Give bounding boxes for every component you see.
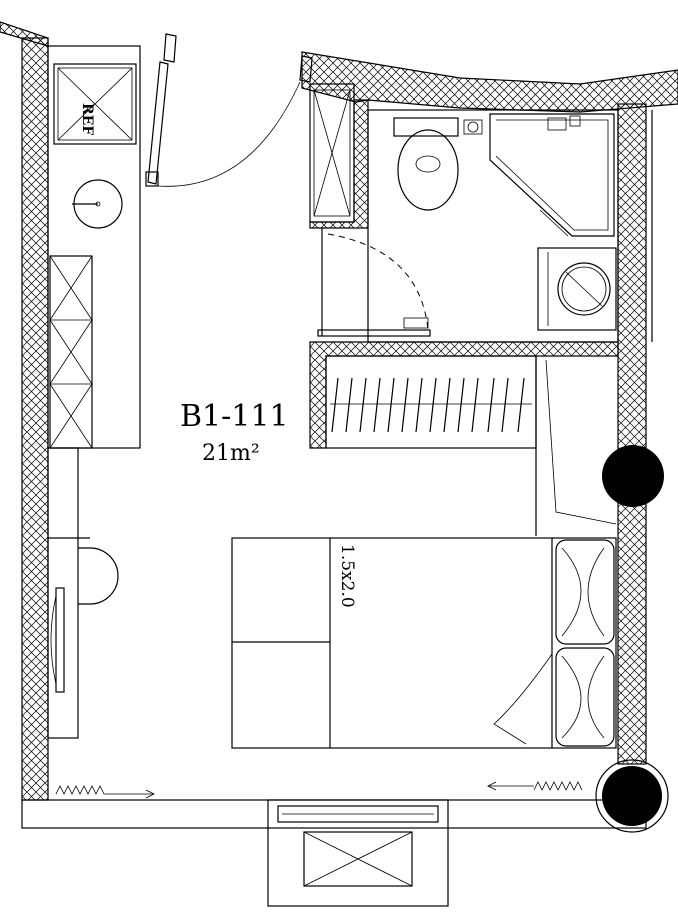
chair-arms [78,547,90,605]
pillow-top-folds [561,547,605,637]
ac-diag-2 [303,831,413,887]
door-leaf [147,61,169,185]
tv-screen [50,595,57,685]
column-bottom-ring [595,759,669,833]
right-heater-arrow [487,781,497,791]
bed [231,537,617,749]
door-stop [145,171,159,187]
left-heater-coil [55,785,105,795]
exterior-walls [0,21,678,829]
fridge-label: REF [79,103,95,135]
fridge [53,63,137,145]
shower-inner [495,119,609,231]
columns [595,445,669,833]
washer-drum [557,262,611,316]
left-wall [21,37,49,801]
right-wall [617,103,647,765]
left-heater-arrow [145,789,155,799]
closet-box [325,355,537,449]
balcony [267,799,449,907]
toilet-bowl [397,129,459,211]
wardrobe-diag-2 [313,89,351,217]
window-sill [277,805,439,823]
shower-drain-slot [539,209,569,237]
wardrobe-inner [313,89,351,217]
area-label: 21m² [202,441,260,466]
toilet-valve [463,119,483,135]
shower-mixer [547,117,567,131]
closet [309,341,619,536]
door-swing-arc [157,81,301,187]
door-jamb-top [163,33,177,63]
balcony-outline [267,799,449,907]
bathroom-walls [367,109,619,343]
closet-wall [309,341,619,449]
entry-door [145,33,313,187]
bath-door-handle [403,317,429,329]
top-right-wall [301,51,678,113]
pillow-bottom-folds [561,655,605,739]
sink-drain [95,201,101,207]
blanket-fold [493,653,553,745]
heaters [55,781,583,799]
fridge-diag-2 [57,67,133,141]
toilet-seat [415,155,441,173]
bath-door-arc [327,233,429,331]
bath-door-sill [317,329,431,337]
desk [47,447,79,739]
closet-hangers [331,377,525,433]
desk-area [47,447,119,739]
fridge-inner [57,67,133,141]
washer-drum-inner [561,266,607,312]
column-bottom [602,766,662,826]
valve-knob [467,121,479,133]
wardrobe-wall [309,99,369,229]
shower-head [569,115,581,127]
washer-drum-line [565,271,603,307]
right-heater-coil [533,781,583,791]
cabinet-x-marks [49,255,93,449]
kitchen-counter [47,45,141,449]
chair [89,547,119,605]
unit-code-label: B1-111 [180,399,289,434]
shower-enclosure [489,113,615,237]
curtain-panel [545,359,617,525]
wardrobe-column [309,83,369,229]
tv-stand [55,587,65,693]
ac-unit [303,831,413,887]
bed-size-label: 1.5x2.0 [337,544,357,608]
pillow-top [555,539,615,645]
pillow-bottom [555,647,615,747]
door-jamb-right [299,55,313,83]
bed-frame [231,537,617,749]
column-middle [602,445,664,507]
counter-body [47,45,141,449]
washing-machine [537,247,617,331]
toilet-tank [393,117,459,137]
